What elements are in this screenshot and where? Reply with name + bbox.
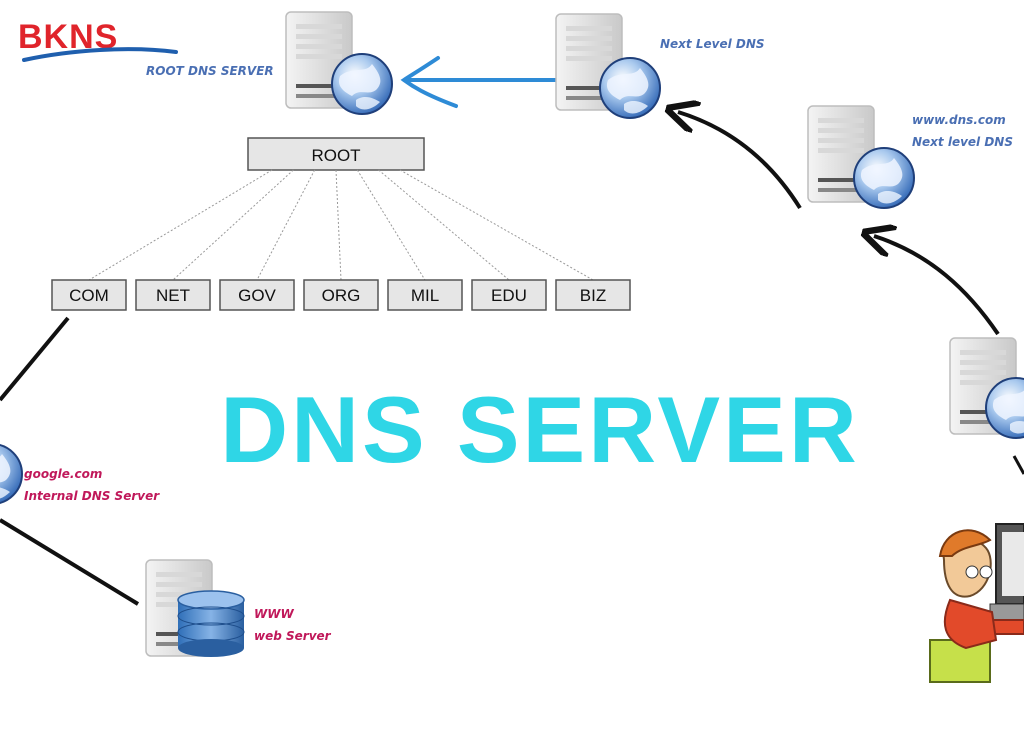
web-server: WWW web Server (145, 559, 332, 657)
root-server-label: ROOT DNS SERVER (146, 64, 274, 78)
tld-box-com: COM (51, 279, 127, 311)
tree-line (256, 169, 316, 281)
database-icon (177, 590, 245, 657)
tld-label: NET (156, 286, 190, 305)
root-box-label: ROOT (311, 146, 360, 165)
tld-box-rect (135, 279, 211, 311)
tld-label: ORG (322, 286, 361, 305)
tree-line (172, 169, 294, 281)
user-computer-icon (929, 523, 1024, 683)
arrow-from-user (1012, 455, 1024, 475)
arrow-to-root (400, 56, 560, 108)
tld-box-rect (219, 279, 295, 311)
internal-dns-label-2: Internal DNS Server (24, 489, 160, 503)
arrow-to-next-level (678, 112, 802, 210)
globe-icon (0, 443, 23, 505)
logo-swoosh (22, 47, 178, 62)
tld-box-org: ORG (303, 279, 379, 311)
tld-box-biz: BIZ (555, 279, 631, 311)
tld-boxes: COM NET GOV ORG MIL EDU BIZ (51, 279, 631, 311)
internal-dns-server: google.com Internal DNS Server (0, 443, 160, 505)
globe-icon (331, 53, 393, 115)
root-to-tld-lines (88, 169, 594, 281)
tree-line (378, 169, 510, 281)
internal-dns-label-1: google.com (24, 467, 102, 481)
local-dns-server (949, 337, 1024, 439)
tld-box-net: NET (135, 279, 211, 311)
tld-box-rect (555, 279, 631, 311)
internal-to-web-line (0, 518, 140, 606)
root-box: ROOT (247, 137, 425, 171)
web-server-label-1: WWW (254, 607, 294, 621)
globe-icon (853, 147, 915, 209)
bkns-logo: BKNS (18, 18, 178, 62)
root-server: ROOT DNS SERVER (146, 11, 393, 115)
com-to-internal-line (0, 316, 70, 402)
tree-line (356, 169, 426, 281)
arrow-to-www-dns (874, 236, 1000, 336)
tld-box-edu: EDU (471, 279, 547, 311)
tree-line (399, 169, 594, 281)
www-dns-label-2: Next level DNS (912, 135, 1013, 149)
tld-box-rect (471, 279, 547, 311)
tree-line (88, 169, 273, 281)
www-dns-label-1: www.dns.com (912, 113, 1006, 127)
tld-box-rect (51, 279, 127, 311)
tld-label: COM (69, 286, 109, 305)
www-dns-server: www.dns.com Next level DNS (807, 105, 1013, 209)
tld-box-rect (303, 279, 379, 311)
globe-icon (599, 57, 661, 119)
tld-box-gov: GOV (219, 279, 295, 311)
tld-label: GOV (238, 286, 276, 305)
tld-label: EDU (491, 286, 527, 305)
next-level-dns-server: Next Level DNS (555, 13, 765, 119)
tree-line (335, 169, 342, 281)
tld-box-mil: MIL (387, 279, 463, 311)
tld-box-rect (387, 279, 463, 311)
web-server-label-2: web Server (254, 629, 332, 643)
dns-server-title: DNS SERVER (220, 377, 859, 482)
next-level-top-label: Next Level DNS (660, 37, 765, 51)
tld-label: MIL (411, 286, 439, 305)
tld-label: BIZ (580, 286, 606, 305)
